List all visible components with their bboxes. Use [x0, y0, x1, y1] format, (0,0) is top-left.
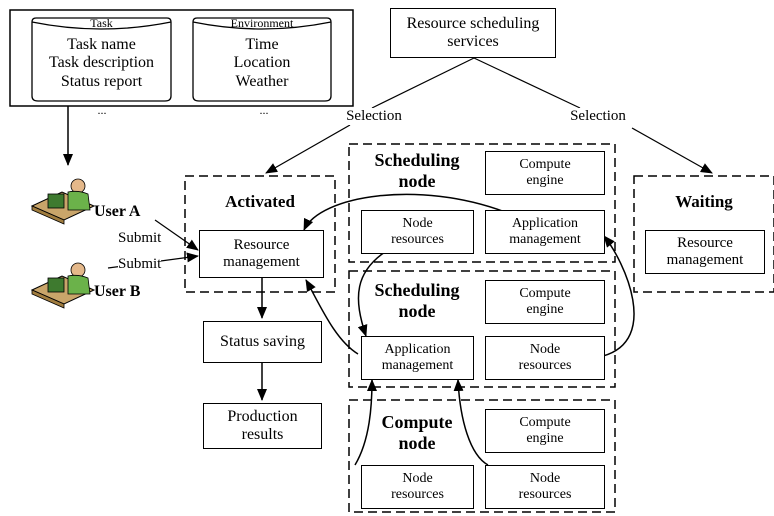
sched2-node-to-app1-curve	[602, 235, 635, 357]
environment-db-title: Environment	[230, 16, 294, 30]
sched1-node-resources-box: Node resources	[361, 210, 474, 254]
task-db-title: Task	[90, 16, 113, 30]
selection-right-line-upper	[473, 57, 581, 109]
waiting-title: Waiting	[675, 192, 733, 211]
production-line1: Production	[227, 407, 298, 425]
scheduling-node-2-frame	[348, 270, 616, 388]
compute-node-compute-engine-box: Compute engine	[485, 409, 605, 453]
sched2-app-line1: Application	[384, 341, 451, 357]
sched2-node-resources-box: Node resources	[485, 336, 605, 380]
sched1-app-line1: Application	[511, 215, 579, 231]
status-report-label: Status report	[60, 72, 143, 90]
compute-node-resources-b-box: Node resources	[485, 465, 605, 509]
selection-left-line-upper	[371, 57, 475, 109]
sched1-compute-engine-box: Compute engine	[485, 151, 605, 195]
submit-a-arrow	[154, 219, 199, 251]
task-db-lines: Task name Task description Status report	[32, 36, 171, 91]
sched2-title-line1: Scheduling	[374, 280, 460, 300]
task-name-label: Task name	[67, 36, 136, 53]
waiting-resource-management-box: Resource management	[645, 230, 765, 274]
sched1-title-line1: Scheduling	[374, 150, 460, 170]
data-sources-frame	[9, 9, 354, 107]
production-results-box: Production results	[203, 403, 322, 449]
waiting-frame	[633, 175, 774, 293]
compute-node-b-line1: Node	[529, 470, 561, 486]
rss-line2: services	[447, 33, 499, 50]
selection-right-label: Selection	[560, 108, 636, 126]
waiting-rm-line1: Resource	[677, 234, 733, 251]
activated-resource-management-box: Resource management	[199, 230, 324, 278]
user-a-icon	[30, 178, 96, 225]
sched2-node-line2: resources	[518, 358, 572, 373]
weather-label: Weather	[235, 72, 289, 90]
user-a-label: User A	[94, 203, 141, 220]
sched2-node-line1: Node	[529, 341, 561, 357]
selection-left-arrow	[265, 124, 351, 174]
status-saving-label: Status saving	[220, 332, 305, 350]
compute-node-a-line1: Node	[402, 470, 433, 486]
environment-cylinder	[192, 17, 332, 102]
production-line2: results	[241, 426, 284, 443]
selection-left-label: Selection	[336, 108, 412, 126]
sched1-compute-line2: engine	[526, 173, 564, 188]
sched1-title: Scheduling node	[357, 150, 477, 191]
compute-node-resources-a-box: Node resources	[361, 465, 474, 509]
sched1-app-line2: management	[509, 232, 581, 247]
sched2-compute-line1: Compute	[519, 285, 571, 301]
sched1-app-to-rm-curve	[303, 193, 506, 231]
sched1-title-line2: node	[398, 170, 436, 191]
sched2-application-management-box: Application management	[361, 336, 474, 380]
user-b-icon	[30, 262, 96, 309]
submit-b-label: Submit	[118, 256, 162, 274]
sched2-compute-line2: engine	[526, 302, 564, 317]
task-cylinder	[31, 17, 172, 102]
compute-node-frame	[348, 399, 616, 513]
compute-node-a-line2: resources	[391, 487, 444, 502]
waiting-rm-line2: management	[666, 252, 744, 268]
compute-node-title-line1: Compute	[381, 412, 453, 432]
sched2-title: Scheduling node	[357, 280, 477, 321]
time-label: Time	[245, 36, 279, 53]
compute-node-b-line2: resources	[518, 487, 572, 502]
user-b-label: User B	[94, 283, 141, 300]
activated-frame	[184, 175, 336, 293]
compute-node-b-to-app2-curve	[453, 379, 489, 466]
task-db-more: ...	[97, 103, 107, 117]
sched2-app-line2: management	[381, 358, 454, 373]
scheduling-node-1-frame	[348, 143, 616, 263]
activated-title: Activated	[225, 192, 295, 211]
activated-rm-line1: Resource	[233, 236, 290, 253]
task-description-label: Task description	[48, 54, 155, 72]
selection-right-arrow	[631, 127, 713, 174]
status-saving-box: Status saving	[203, 321, 322, 363]
rss-line1: Resource scheduling	[406, 14, 540, 32]
sched2-title-line2: node	[398, 300, 436, 321]
app2-to-rm-curve	[305, 279, 359, 355]
sched1-node-line1: Node	[402, 215, 433, 231]
compute-node-title: Compute node	[357, 412, 477, 453]
environment-db-lines: Time Location Weather	[193, 36, 331, 91]
sched1-node-line2: resources	[391, 232, 444, 247]
sched1-node-to-app2-curve	[357, 246, 394, 337]
environment-db-more: ...	[259, 103, 269, 117]
activated-rm-line2: management	[223, 254, 300, 270]
location-label: Location	[233, 54, 291, 72]
sched1-application-management-box: Application management	[485, 210, 605, 254]
resource-scheduling-services-box: Resource scheduling services	[390, 8, 556, 58]
sched1-compute-line1: Compute	[519, 156, 571, 172]
compute-node-compute-line2: engine	[526, 431, 564, 446]
compute-node-title-line2: node	[398, 432, 436, 453]
compute-node-compute-line1: Compute	[519, 414, 571, 430]
submit-a-label: Submit	[118, 230, 162, 248]
compute-node-a-to-app2-curve	[354, 379, 377, 466]
sched2-compute-engine-box: Compute engine	[485, 280, 605, 324]
